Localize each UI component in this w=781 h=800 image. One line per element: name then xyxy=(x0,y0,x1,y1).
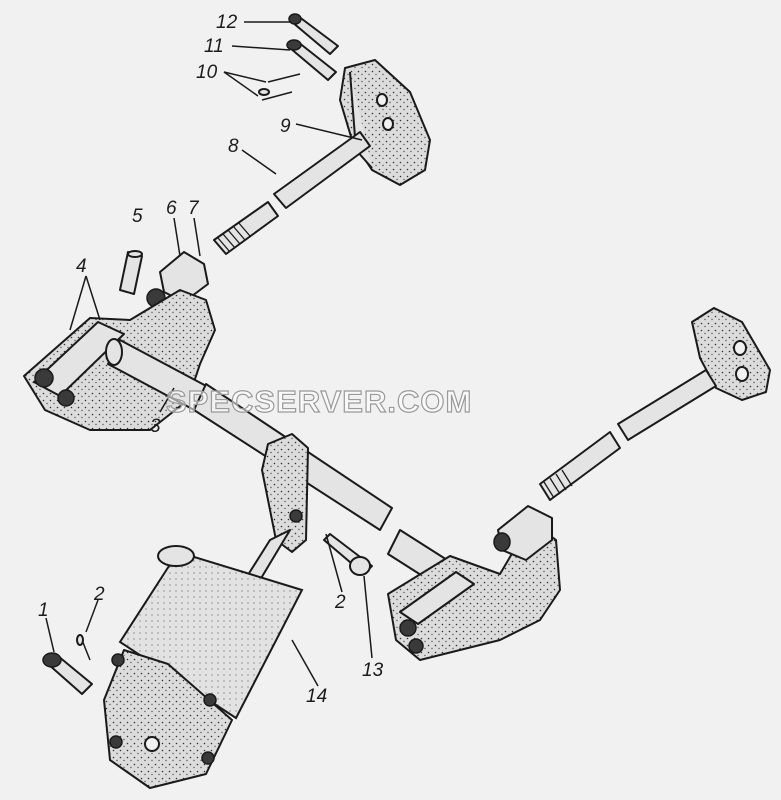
callout-14: 14 xyxy=(306,686,327,707)
upper-tie-rod-part-8 xyxy=(213,131,371,255)
upper-rod-thread xyxy=(217,221,251,253)
leader-lines xyxy=(45,21,373,687)
right-tie-rod xyxy=(493,369,717,561)
callout-7: 7 xyxy=(188,198,200,219)
pin-part-11 xyxy=(286,39,337,81)
pin-part-13 xyxy=(349,556,371,576)
cotter-pins-part-10 xyxy=(258,73,301,101)
callout-1: 1 xyxy=(38,600,49,621)
callout-2-left: 2 xyxy=(93,584,105,605)
callout-2-center: 2 xyxy=(334,592,346,613)
callout-5: 5 xyxy=(132,206,143,227)
callout-4: 4 xyxy=(76,256,87,277)
callout-9: 9 xyxy=(280,116,291,137)
callout-labels: 12 11 10 9 8 7 6 5 4 3 2 13 14 1 2 xyxy=(38,12,384,707)
callout-13: 13 xyxy=(362,660,384,681)
callout-3: 3 xyxy=(150,416,161,437)
upper-bracket-part-9 xyxy=(339,59,431,186)
callout-8: 8 xyxy=(228,136,239,157)
cotter-pin-part-2-left xyxy=(76,634,91,661)
right-rod-thread xyxy=(543,469,573,499)
callout-12: 12 xyxy=(216,12,238,33)
callout-11: 11 xyxy=(204,36,224,57)
pin-part-5 xyxy=(119,250,143,295)
callout-6: 6 xyxy=(166,198,177,219)
brake-chamber-part-14 xyxy=(103,529,304,789)
center-lever xyxy=(261,433,309,553)
watermark-text: SPECSERVER.COM xyxy=(166,384,472,419)
right-lever-clevis xyxy=(387,527,561,661)
pin-part-12 xyxy=(288,13,339,55)
pin-part-1 xyxy=(42,652,93,695)
callout-10: 10 xyxy=(196,62,218,83)
